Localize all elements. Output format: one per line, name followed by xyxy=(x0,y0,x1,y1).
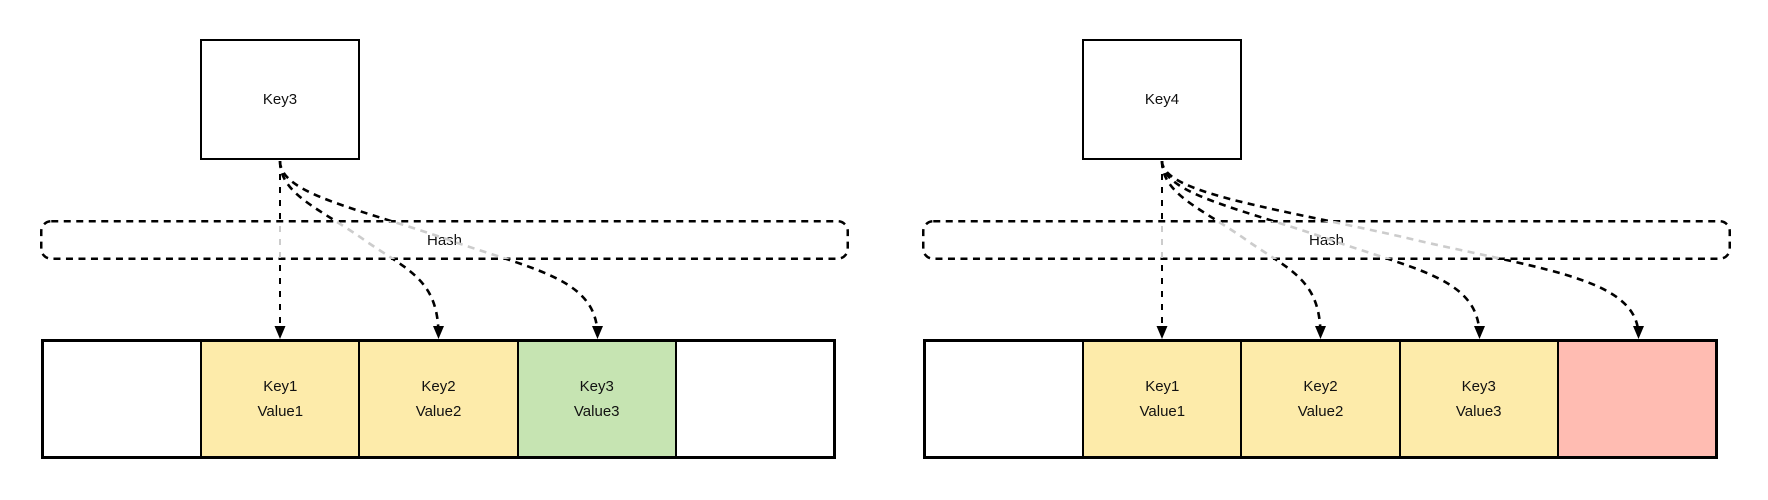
slot-key-label: Key3 xyxy=(1461,377,1496,395)
slot-row: Key1 Value1 Key2 Value2 Key3 Value3 xyxy=(41,339,836,459)
hash-function-bar: Hash xyxy=(922,220,1731,260)
slot-key-label: Key1 xyxy=(263,377,298,395)
slot-key2: Key2 Value2 xyxy=(358,342,517,456)
slot-collision-target xyxy=(1556,342,1716,456)
slot-key2: Key2 Value2 xyxy=(1240,342,1399,456)
key-box: Key3 xyxy=(200,39,360,160)
key-box-label: Key4 xyxy=(1144,91,1180,108)
slot-key-label: Key3 xyxy=(579,377,614,395)
slot-key1: Key1 Value1 xyxy=(200,342,359,456)
slot-value-label: Value2 xyxy=(415,402,462,420)
slot-empty xyxy=(674,342,834,456)
key-box: Key4 xyxy=(1082,39,1242,160)
slot-key-label: Key1 xyxy=(1145,377,1180,395)
slot-row: Key1 Value1 Key2 Value2 Key3 Value3 xyxy=(923,339,1718,459)
slot-value-label: Value1 xyxy=(257,402,304,420)
key-box-label: Key3 xyxy=(262,91,298,108)
slot-value-label: Value2 xyxy=(1297,402,1344,420)
slot-value-label: Value3 xyxy=(573,402,620,420)
hash-label: Hash xyxy=(1308,231,1345,249)
slot-key-label: Key2 xyxy=(1303,377,1338,395)
slot-empty xyxy=(44,342,201,456)
slot-value-label: Value1 xyxy=(1139,402,1186,420)
slot-key3: Key3 Value3 xyxy=(1398,342,1557,456)
slot-key-label: Key2 xyxy=(421,377,456,395)
slot-value-label: Value3 xyxy=(1455,402,1502,420)
slot-key1: Key1 Value1 xyxy=(1082,342,1241,456)
slot-key3-inserted: Key3 Value3 xyxy=(516,342,675,456)
slot-empty xyxy=(926,342,1083,456)
